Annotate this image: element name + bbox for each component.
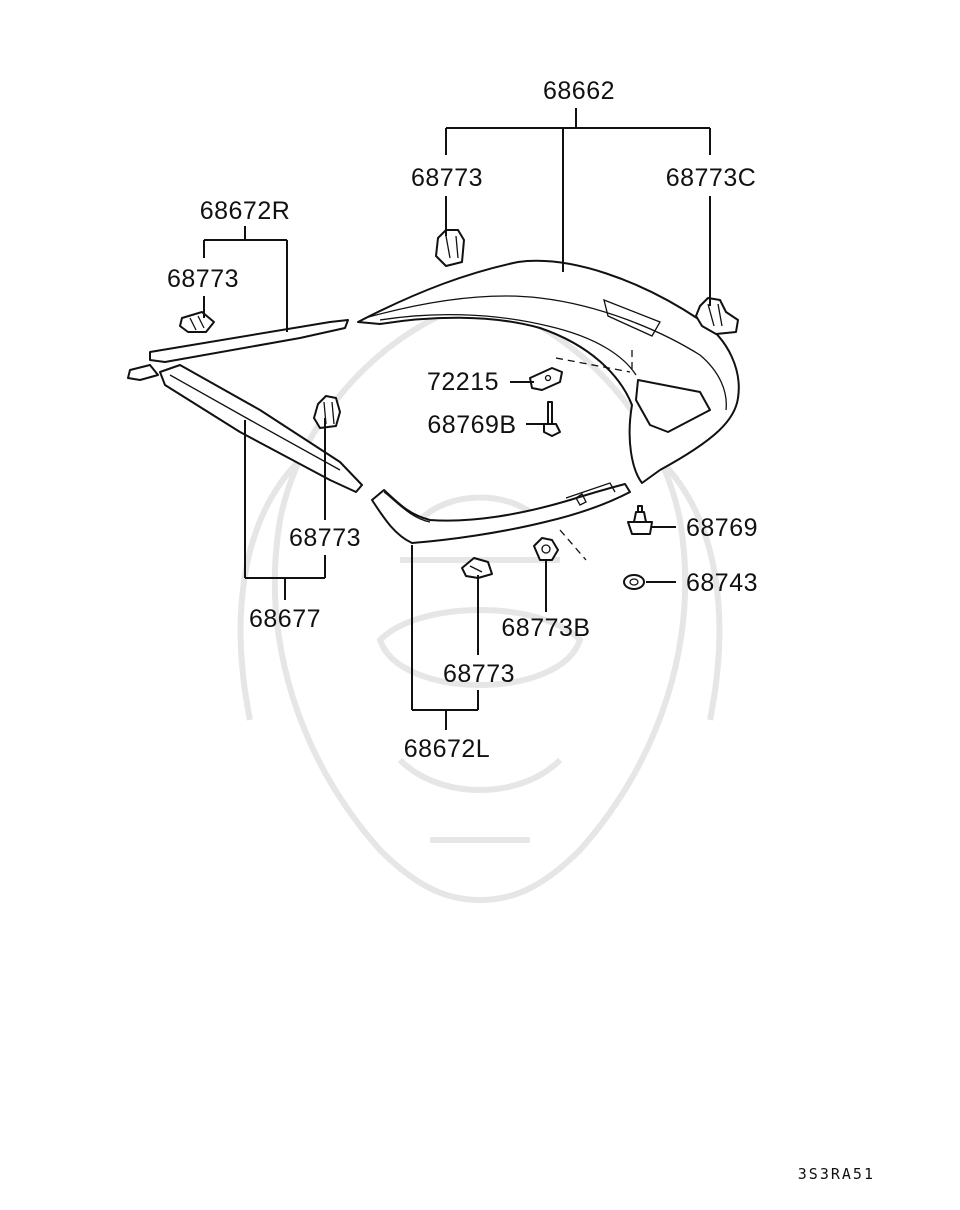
callout-labels: 68662 68773 68773C 68672R 68773 72215 68… — [167, 77, 758, 763]
label-68769: 68769 — [686, 514, 758, 542]
label-68773-left: 68773 — [167, 265, 239, 293]
rear-headlining-panel — [357, 259, 740, 484]
label-68677: 68677 — [249, 605, 321, 633]
clip-68773-bottom — [461, 557, 493, 579]
figure-code: 3S3RA51 — [798, 1165, 875, 1183]
label-68773-top: 68773 — [411, 164, 483, 192]
installation-guides — [555, 350, 633, 561]
label-68769B: 68769B — [427, 411, 516, 439]
label-68672R: 68672R — [200, 197, 291, 225]
clip-68773-top — [435, 229, 465, 267]
clip-68773-left — [179, 311, 215, 333]
clip-68773B — [533, 537, 559, 561]
left-quarter-trim — [371, 482, 631, 544]
label-68773-mid: 68773 — [289, 524, 361, 552]
label-68662: 68662 — [543, 77, 615, 105]
bracket-72215 — [529, 367, 563, 391]
label-68672L: 68672L — [404, 735, 490, 763]
fastener-68769 — [627, 505, 653, 535]
label-68743: 68743 — [686, 569, 758, 597]
clip-68773-mid — [313, 395, 341, 429]
nut-68743 — [623, 574, 645, 590]
label-68773-bottom: 68773 — [443, 660, 515, 688]
label-68773B: 68773B — [501, 614, 590, 642]
screw-68769B — [543, 401, 561, 437]
label-72215: 72215 — [427, 368, 499, 396]
clip-68773C — [695, 297, 739, 335]
right-roof-rail-trim — [127, 319, 363, 493]
leader-lines — [203, 108, 711, 730]
label-68773C: 68773C — [666, 164, 757, 192]
